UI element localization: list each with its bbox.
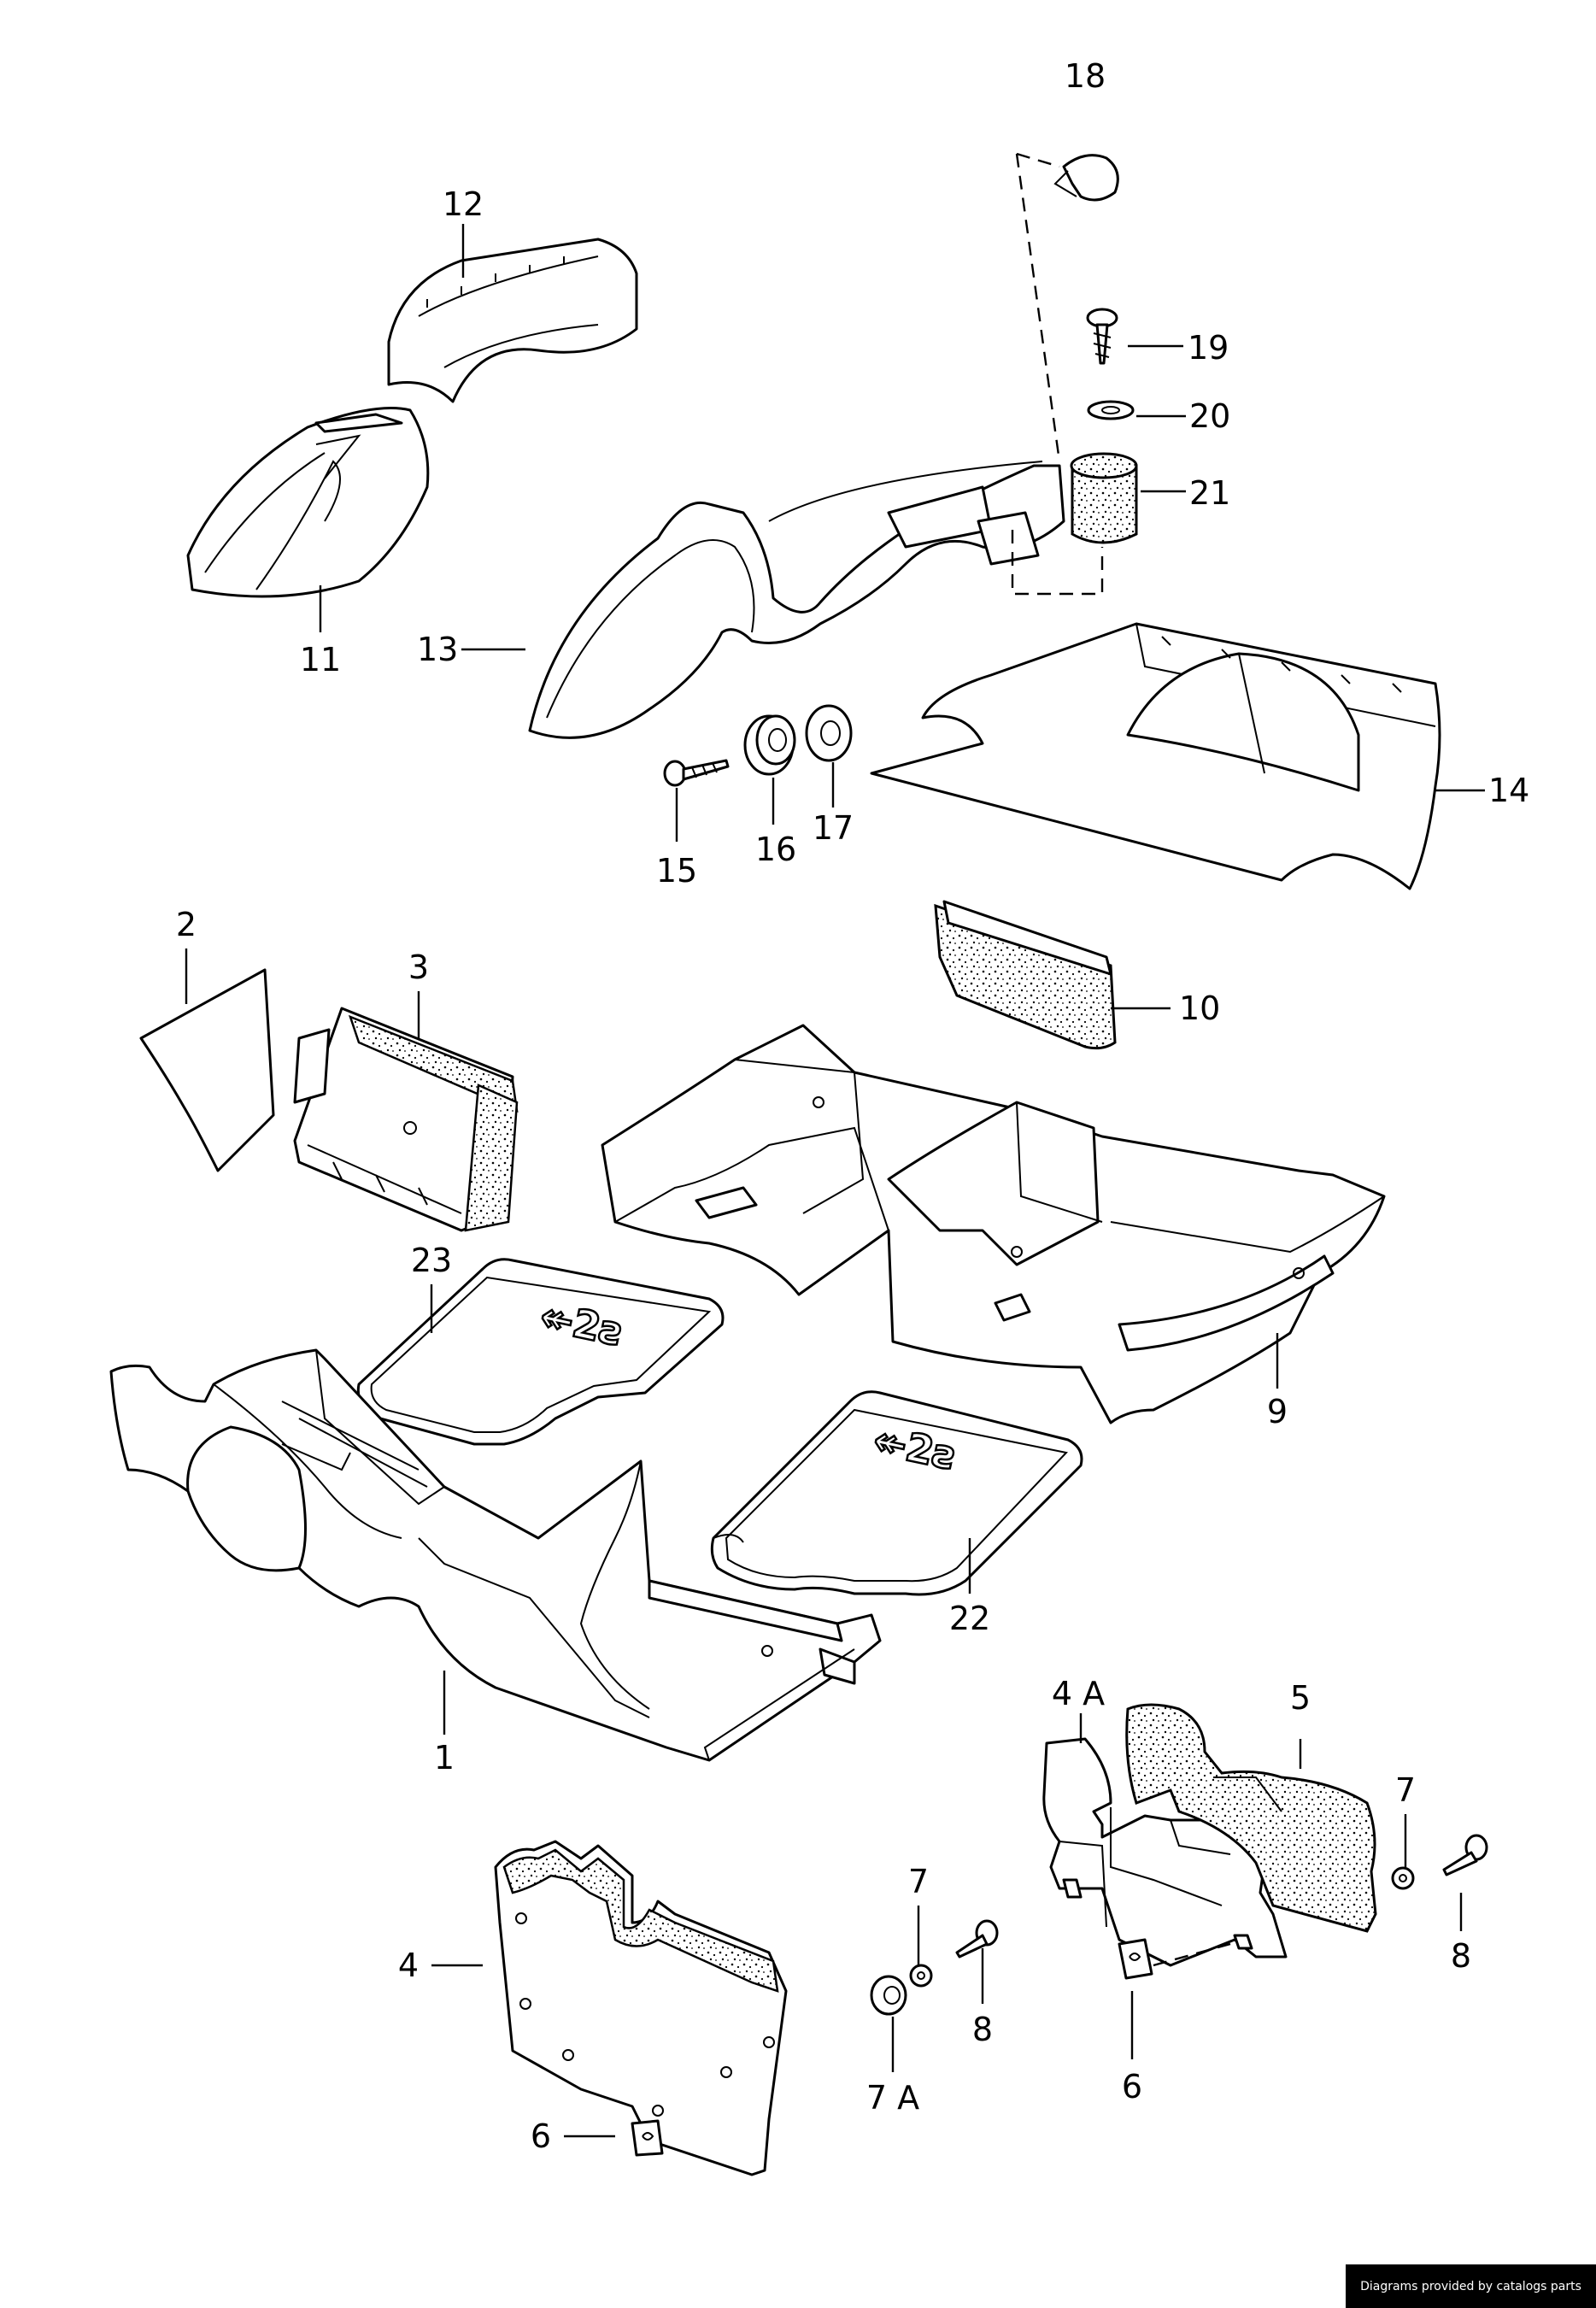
- credit-text: Diagrams provided by catalogs parts: [1360, 2279, 1581, 2293]
- part-16-grommet: [743, 714, 796, 776]
- callout-7-left: 7: [908, 1863, 929, 1900]
- part-23-floor-mat: ↞2ƨ: [356, 1258, 725, 1446]
- part-4-side-panel: [494, 1840, 788, 2176]
- callout-9: 9: [1267, 1393, 1288, 1430]
- callout-12: 12: [443, 185, 484, 223]
- credit-badge: Diagrams provided by catalogs parts: [1346, 2264, 1596, 2308]
- callout-13: 13: [417, 631, 458, 668]
- part-20-washer: [1087, 400, 1135, 420]
- callout-2: 2: [176, 906, 197, 943]
- callout-6-left: 6: [531, 2117, 551, 2155]
- part-10-foam-pad: [934, 900, 1117, 1050]
- part-7a-nut: [870, 1975, 907, 2016]
- part-19-screw: [1086, 308, 1118, 365]
- part-13-rear-side-panel: [528, 461, 1065, 739]
- part-2-trim-panel: [139, 968, 275, 1172]
- callout-4: 4: [398, 1947, 419, 1984]
- part-8-screw-left: [955, 1919, 999, 1959]
- callout-14: 14: [1488, 772, 1529, 809]
- callout-23: 23: [411, 1242, 452, 1279]
- part-1-front-carpet: [109, 1348, 882, 1762]
- callout-7a: 7 A: [866, 2079, 919, 2117]
- part-7-washer-left: [909, 1964, 933, 1988]
- callout-22: 22: [949, 1600, 990, 1637]
- assembly-line: [1011, 152, 1104, 596]
- part-15-screw: [663, 759, 730, 787]
- callout-labels: 18 12 19 20 21 11 13 14 15 16 17 2 3 10 …: [176, 57, 1529, 2155]
- callout-3: 3: [408, 948, 429, 986]
- callout-8-right: 8: [1451, 1937, 1471, 1975]
- callout-8-left: 8: [972, 2011, 993, 2048]
- part-11-wheelhouse-front: [186, 407, 430, 598]
- callout-1: 1: [434, 1739, 455, 1777]
- callout-7-right: 7: [1395, 1771, 1416, 1809]
- callout-20: 20: [1189, 397, 1230, 435]
- part-12-wheelhouse-liner: [387, 238, 638, 403]
- callout-6-right: 6: [1122, 2068, 1142, 2105]
- part-9-rear-carpet: [601, 1024, 1386, 1424]
- part-5-insulation: [1125, 1703, 1377, 1933]
- callout-18: 18: [1065, 57, 1106, 95]
- leader-lines: [185, 224, 1485, 2138]
- callout-17: 17: [813, 809, 854, 847]
- callout-15: 15: [656, 852, 697, 890]
- callout-21: 21: [1189, 474, 1230, 512]
- callout-11: 11: [300, 641, 341, 678]
- callout-16: 16: [755, 831, 796, 868]
- part-6-clip-right: [1118, 1938, 1153, 1980]
- part-3-console-trim: [293, 1007, 519, 1232]
- part-6-clip-left: [631, 2119, 664, 2157]
- part-7-washer-right: [1391, 1866, 1415, 1890]
- part-17-grommet: [805, 704, 853, 762]
- part-8-screw-right: [1442, 1834, 1488, 1876]
- part-18-clip: [1053, 154, 1119, 202]
- callout-4a-label: 4 A: [1052, 1675, 1105, 1712]
- callout-10: 10: [1179, 990, 1220, 1027]
- part-14-luggage-floor: [870, 622, 1441, 890]
- callout-19: 19: [1188, 329, 1229, 367]
- part-21-foam-pad: [1070, 452, 1138, 544]
- callout-5: 5: [1290, 1679, 1311, 1717]
- part-22-floor-mat: ↞2ƨ: [710, 1390, 1083, 1596]
